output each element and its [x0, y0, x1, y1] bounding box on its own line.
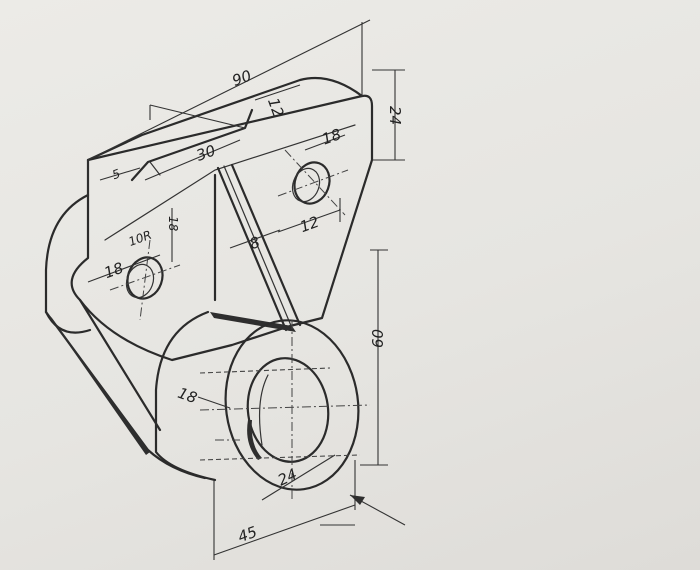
back-plate [44, 76, 374, 480]
dim-overall-width: 90 [230, 66, 254, 89]
dim-right-hole-offset: 12 [297, 213, 321, 236]
dim-hub-length: 45 [235, 523, 259, 546]
dimension-labels: 90 24 30 12 5 18 12 10R 18 18 8 60 18 24… [102, 66, 404, 546]
hub-cylinder [154, 310, 371, 500]
dim-slot-offset: 5 [110, 166, 122, 182]
dim-slot-width: 30 [194, 141, 218, 164]
dim-left-hole-offset: 18 [166, 216, 180, 232]
dim-rib-thickness: 8 [247, 233, 262, 253]
dim-slot-depth: 12 [264, 95, 287, 119]
hole-left [109, 239, 181, 321]
dim-left-hole-dia: 18 [102, 259, 126, 282]
hole-right [277, 149, 349, 216]
dim-hub-wall: 18 [175, 384, 199, 407]
top-slot [130, 108, 254, 182]
dimension-lines [87, 19, 406, 560]
dim-hub-height: 60 [369, 329, 387, 348]
rib [213, 163, 302, 332]
dim-right-hole-dia: 18 [319, 125, 343, 148]
dim-back-thickness: 24 [386, 106, 404, 125]
